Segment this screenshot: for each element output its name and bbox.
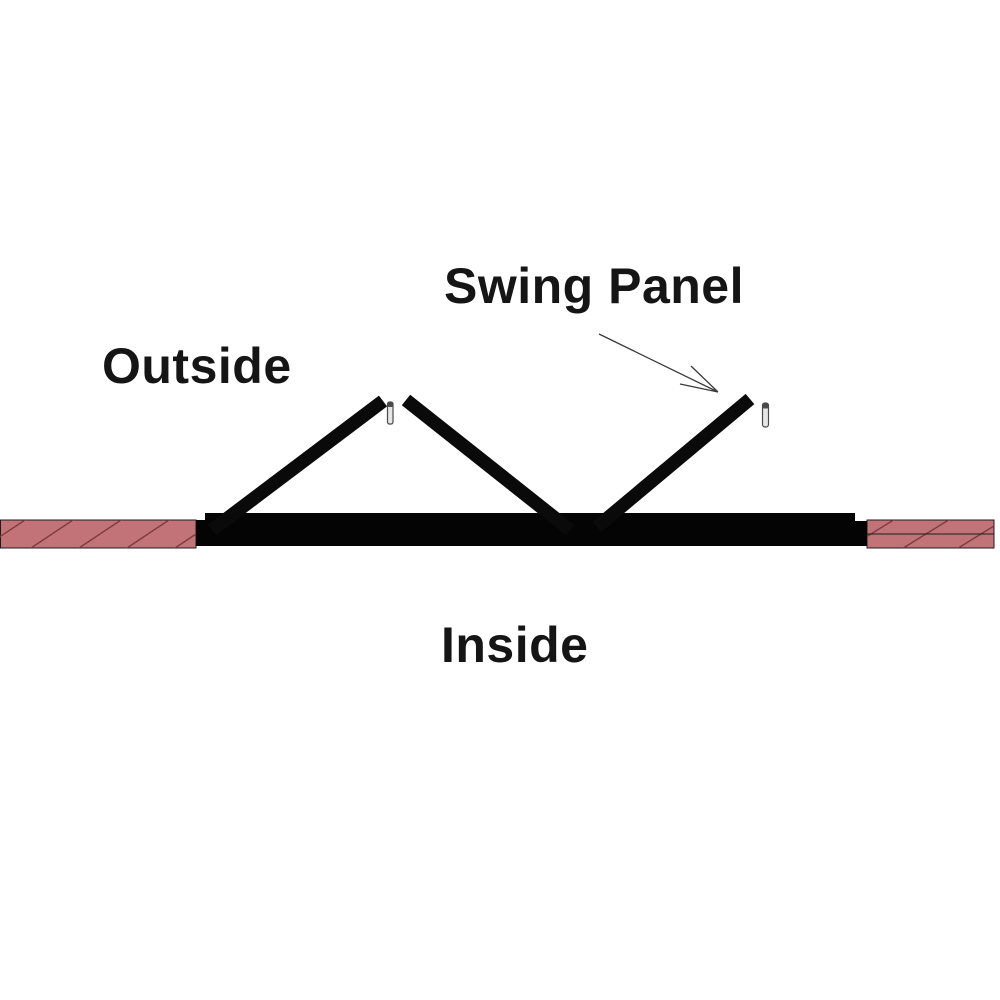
right-wall-section	[866, 519, 995, 549]
frame-sill	[196, 513, 867, 546]
left-wall-hatch	[0, 520, 196, 548]
hinge-pin-right	[761, 402, 770, 428]
outside-label: Outside	[102, 338, 292, 394]
leader-arrow-icon	[598, 333, 719, 393]
swing-panel-middle	[401, 394, 575, 536]
swing-panel-right	[592, 393, 755, 533]
swing-panel-label: Swing Panel	[444, 258, 745, 314]
swing-panel-left	[207, 395, 388, 536]
hinge-pin-left	[386, 401, 394, 425]
left-wall-section	[0, 519, 197, 549]
inside-label: Inside	[441, 617, 589, 673]
right-wall-hatch	[867, 520, 994, 548]
